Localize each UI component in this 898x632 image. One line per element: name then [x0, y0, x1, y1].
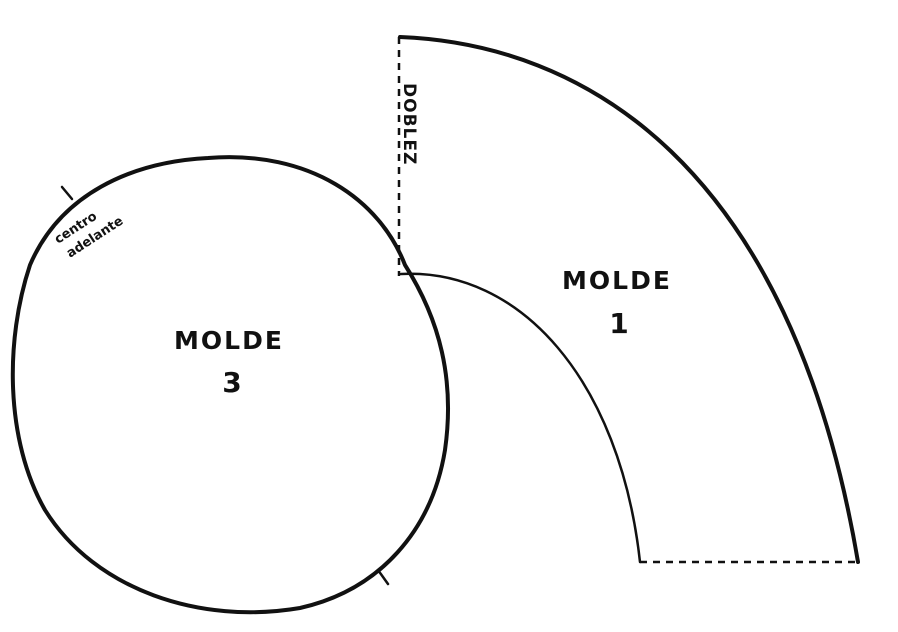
molde-3-piece: centro adelante MOLDE 3 [10, 155, 451, 615]
fold-label: DOBLEZ [399, 83, 419, 165]
molde-3-notch-top [60, 185, 74, 201]
molde-1-number: 1 [609, 307, 628, 340]
molde-1-outer-edge [398, 35, 860, 564]
molde-1-inner-edge [399, 272, 642, 564]
molde-1-piece: DOBLEZ MOLDE 1 [397, 35, 860, 564]
molde-3-number: 3 [222, 366, 241, 399]
molde-1-title: MOLDE [562, 266, 672, 295]
molde-3-title: MOLDE [174, 326, 284, 355]
molde-3-notch-bottom [376, 568, 390, 586]
molde-3-outline [10, 155, 451, 615]
